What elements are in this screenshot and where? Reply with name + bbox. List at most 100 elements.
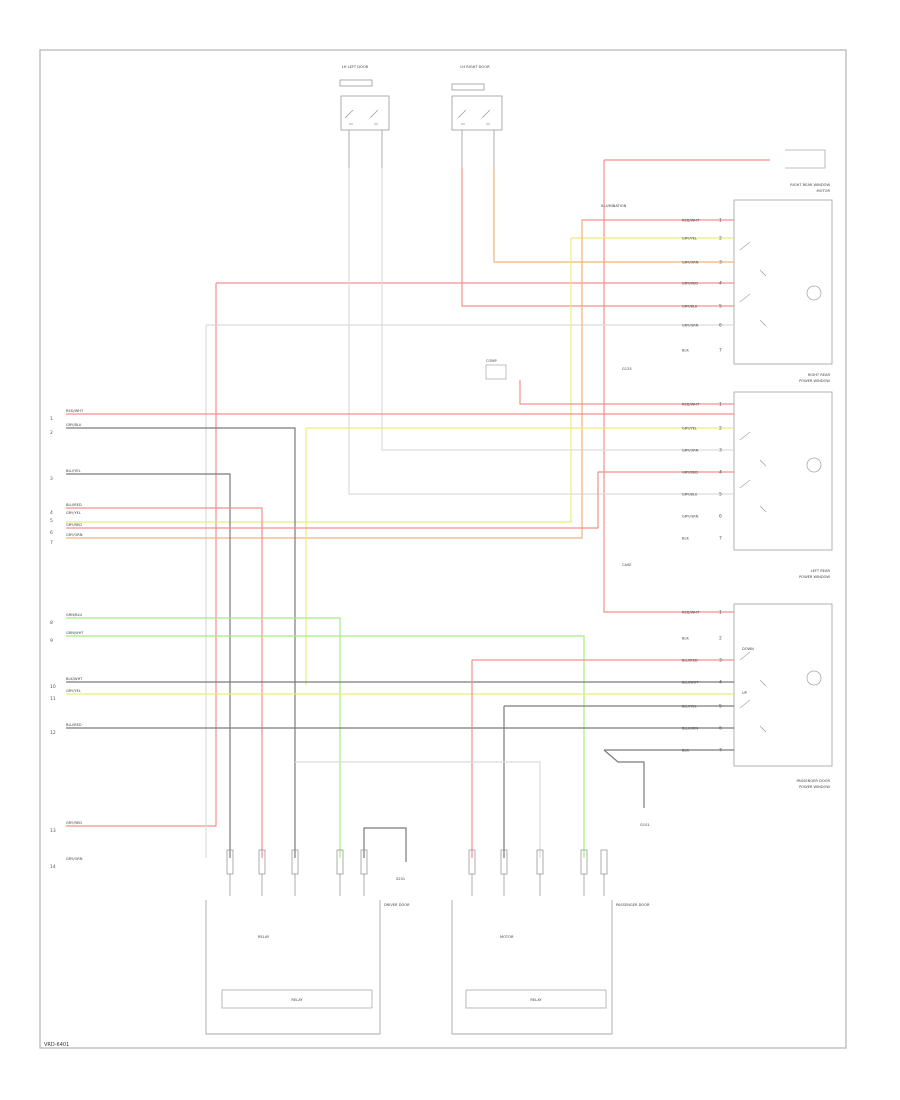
right-pin-label: GRY/GRN [682, 515, 699, 519]
right-pin-label: GRY/YEL [682, 237, 697, 241]
right-pin-number: 7 [719, 536, 722, 542]
wires [66, 159, 770, 862]
left-wire-pin: 13 [50, 828, 56, 834]
case-note: CASE [622, 563, 632, 567]
right-pin-number: 2 [719, 236, 722, 242]
passenger-door-module: RELAY MOTOR PASSENGER DOOR [451, 900, 650, 1035]
illumination-label: ILLUMINATION [601, 204, 627, 208]
left-wire-label: BLK/WHT [66, 677, 83, 681]
right-pin-label: GRY/ORN [682, 261, 699, 265]
right-pin-label: GRY/RED [682, 282, 698, 286]
left-wire-pin: 11 [50, 696, 56, 702]
left-wire-pin: 6 [50, 530, 53, 536]
left-wire-label: GRY/ORN [66, 533, 83, 537]
right-pin-number: 6 [719, 726, 722, 732]
right-pin-number: 3 [719, 448, 722, 454]
left-wire-label: BLU/RED [66, 503, 82, 507]
right-pin-label: RED/WHT [682, 611, 700, 615]
left-wire-pin: 4 [50, 510, 53, 516]
right-pin-label: BLU/RED [682, 659, 698, 663]
right-pin-number: 6 [719, 514, 722, 520]
left-wire-pin: 3 [50, 476, 53, 482]
left-wire-pin: 7 [50, 540, 53, 546]
right-pin-label: BLU/YEL [682, 705, 697, 709]
right-pin-number: 2 [719, 426, 722, 432]
right-pin-number: 3 [719, 260, 722, 266]
left-wire-pin: 5 [50, 518, 53, 524]
passenger-door-title: PASSENGER DOOR [796, 779, 830, 783]
right-pin-label: GRY/GRN [682, 324, 699, 328]
left-wire-label: GRY/YEL [66, 689, 81, 693]
right-pin-label: BLK [682, 637, 689, 641]
left-wire-label: GRY/YEL [66, 511, 81, 515]
left-wire-label: GRY/BLU [66, 423, 82, 427]
left-door-switch-label: LH LEFT DOOR [342, 65, 369, 69]
driver-motor-label: RELAY [258, 935, 270, 939]
left-wire-pin: 14 [50, 864, 56, 870]
right-rear-subtitle: POWER WINDOW [799, 379, 830, 383]
right-pin-label: GRY/RED [682, 471, 698, 475]
right-pin-label: GRY/ORN [682, 449, 699, 453]
left-wire-pin: 8 [50, 620, 53, 626]
right-pin-label: BLK [682, 537, 689, 541]
left-wire-label: GRN/WHT [66, 631, 84, 635]
splice-label: S201 [396, 877, 405, 881]
left-wire-pin: 10 [50, 684, 56, 690]
comp-label: COMP [486, 359, 497, 363]
footer-code: VRD-6401 [44, 1042, 69, 1048]
right-rear-box: RIGHT REAR POWER WINDOW [733, 373, 833, 551]
right-pin-number: 1 [719, 402, 722, 408]
left-wire-label: GRY/RED [66, 821, 82, 825]
switch-up-label: UP [742, 691, 748, 695]
left-wire-pin: 9 [50, 638, 53, 644]
right-pin-number: 7 [719, 748, 722, 754]
driver-door-module: RELAY RELAY DRIVER DOOR [205, 900, 410, 1035]
left-wire-label: GRY/RED [66, 523, 82, 527]
left-wire-pin: 12 [50, 730, 56, 736]
left-wire-label: BLU/RED [66, 723, 82, 727]
left-rear-note: LEFT REAR POWER WINDOW CASE [622, 563, 830, 579]
right-pin-number: 5 [719, 304, 722, 310]
lower-connectors [226, 849, 608, 896]
right-pin-label: GRY/BLU [682, 493, 698, 497]
right-pin-number: 4 [719, 470, 722, 476]
left-wire-pin: 2 [50, 430, 53, 436]
right-rear-title: RIGHT REAR [808, 373, 831, 377]
left-rear-title: LEFT REAR [811, 569, 831, 573]
driver-module-title: DRIVER DOOR [384, 903, 410, 907]
ground-marker-label: G125 [622, 367, 632, 371]
right-pin-number: 3 [719, 658, 722, 664]
passenger-motor-label: MOTOR [500, 935, 514, 939]
right-pin-label: BLK [682, 349, 689, 353]
driver-relay-label: RELAY [291, 998, 303, 1002]
passenger-door-subtitle: POWER WINDOW [799, 785, 830, 789]
right-pin-label: BLU/GRN [682, 727, 698, 731]
right-pin-number: 1 [719, 610, 722, 616]
right-pin-label: RED/WHT [682, 403, 700, 407]
right-door-switch-label: LH RIGHT DOOR [460, 65, 490, 69]
passenger-module-title: PASSENGER DOOR [616, 903, 650, 907]
left-wire-label: GRN/BLU [66, 613, 82, 617]
left-wire-pin: 1 [50, 416, 53, 422]
right-motor-subtitle: MOTOR [817, 189, 831, 193]
left-wire-label: RED/WHT [66, 409, 84, 413]
diagram-border [39, 49, 847, 1049]
switch-down-label: DOWN [742, 647, 754, 651]
right-pin-number: 4 [719, 281, 722, 287]
left-wire-label: BLU/YEL [66, 469, 81, 473]
left-rear-subtitle: POWER WINDOW [799, 575, 830, 579]
connector-pin [600, 849, 608, 875]
right-pin-number: 4 [719, 680, 722, 686]
right-pin-number: 5 [719, 704, 722, 710]
right-pin-number: 1 [719, 218, 722, 224]
passenger-door-box: PASSENGER DOOR POWER WINDOW DOWN UP [733, 603, 833, 789]
right-motor-title: RIGHT REAR WINDOW [790, 183, 830, 187]
right-motor-box: RIGHT REAR WINDOW MOTOR [733, 149, 833, 365]
ground2-label: G101 [640, 823, 650, 827]
left-door-switch: LH LEFT DOOR [339, 65, 390, 168]
right-pin-label: BLK [682, 749, 689, 753]
right-pin-label: GRY/YEL [682, 427, 697, 431]
right-pin-label: BLU/WHT [682, 681, 699, 685]
